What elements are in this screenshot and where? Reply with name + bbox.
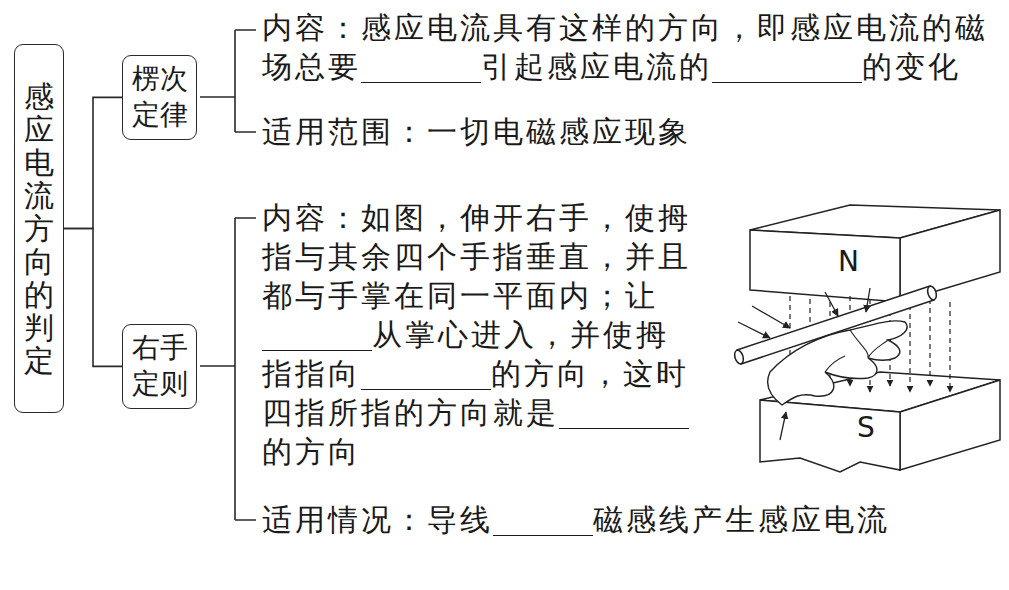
direction-arrows [738,288,870,440]
field-line [929,299,930,386]
topic-box: 右手定则 [122,324,197,409]
root-box: 感应电流方向的判定 [14,44,64,413]
blank-line [712,52,862,83]
bracket [200,30,256,520]
node-text: 感应电流方向的判定 [24,80,54,377]
content-text: 适用情况：导线 [262,502,493,537]
node-text: 楞次定律 [131,61,188,134]
content-text: 的变化 [862,49,961,84]
finger-lines [825,330,888,372]
tree-connector [64,97,122,228]
content-text: 适用范围：一切电磁感应现象 [262,114,691,149]
content-text: 内容：如图，伸开右手，使拇指与其余四个手指垂直，并且都与手掌在同一平面内；让 [262,200,691,313]
field-line [909,296,910,392]
north-magnet [750,205,1000,302]
content-text: 引起感应电流的 [481,49,712,84]
blank-line [361,359,491,390]
blank-line [493,505,593,536]
content-text: 内容：感应电流具有这样的方向，即感应电流的磁场总要引起感应电流的的变化 [262,8,1002,86]
pole-label: N [835,246,862,278]
blank-line [361,52,481,83]
content-text: 磁感线产生感应电流 [593,502,890,537]
blank-line [262,320,372,351]
content-text: 的方向 [262,434,361,469]
content-text: 适用范围：一切电磁感应现象 [262,112,1002,151]
right-hand [768,321,907,405]
node-text: 右手定则 [131,330,188,403]
tree-connector [64,229,122,367]
field-line [949,302,950,392]
content-text: 适用情况：导线 磁感线产生感应电流 [262,500,1002,539]
pole-label: S [854,412,878,444]
topic-box: 楞次定律 [122,55,197,140]
blank-line [559,398,689,429]
content-text: 内容：如图，伸开右手，使拇指与其余四个手指垂直，并且都与手掌在同一平面内；让从掌… [262,198,698,471]
